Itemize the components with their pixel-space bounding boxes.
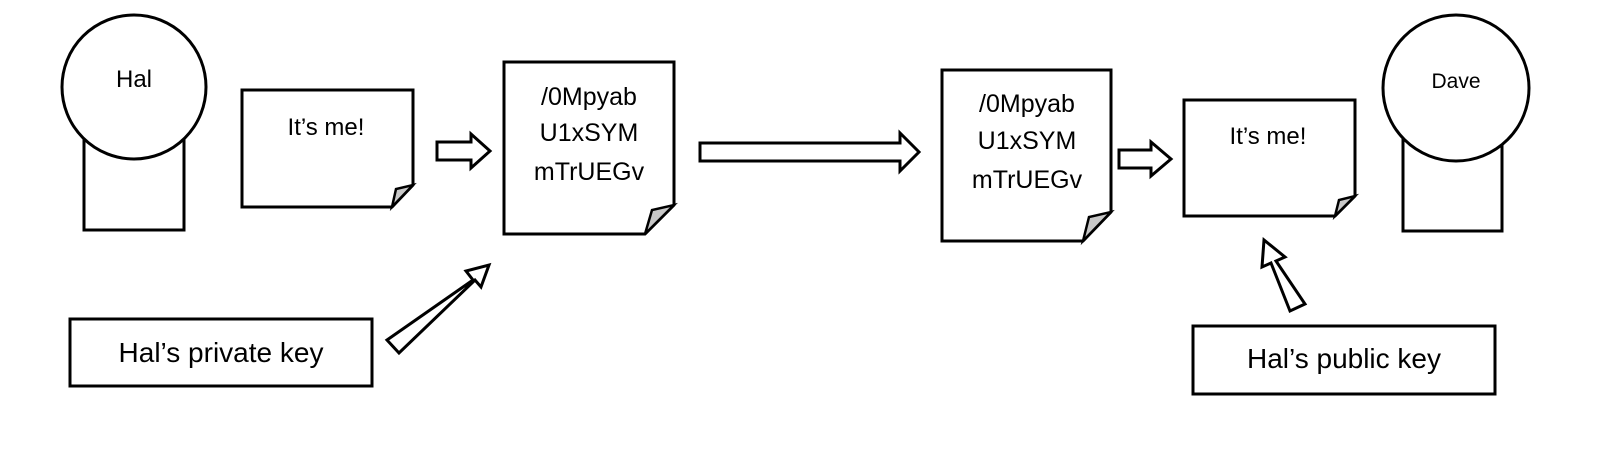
decrypted-note-page — [1182, 98, 1357, 218]
decrypted-note-fold — [1332, 193, 1360, 221]
private-key-box: Hal’s private key — [68, 317, 374, 388]
received-cipher-line-3: mTrUEGv — [972, 166, 1083, 194]
plaintext-note-fold — [389, 182, 417, 212]
private-key-label: Hal’s private key — [119, 337, 324, 368]
person-hal-name: Hal — [116, 66, 152, 93]
person-dave-head — [1381, 13, 1531, 163]
decrypted-note-text: It’s me! — [1230, 123, 1307, 150]
arrow-public-key — [1260, 237, 1308, 314]
person-hal-head — [60, 13, 208, 161]
ciphertext-line-2: U1xSYM — [540, 119, 639, 147]
decrypted-note: It’s me! — [1182, 98, 1360, 221]
arrow-sign — [435, 130, 493, 172]
public-key-frame — [1191, 324, 1497, 396]
public-key-box: Hal’s public key — [1191, 324, 1497, 396]
received-cipher-line-1: /0Mpyab — [979, 90, 1075, 118]
plaintext-note-text: It’s me! — [288, 114, 365, 141]
arrow-private-key — [384, 262, 492, 356]
person-dave: Dave — [1381, 13, 1531, 233]
ciphertext-line-1: /0Mpyab — [541, 83, 637, 111]
ciphertext-note: /0Mpyab U1xSYM mTrUEGv — [502, 60, 678, 236]
received-cipher-note-fold — [1080, 209, 1115, 246]
public-key-label: Hal’s public key — [1247, 343, 1441, 374]
received-cipher-line-2: U1xSYM — [978, 127, 1077, 155]
plaintext-note: It’s me! — [240, 88, 417, 212]
received-cipher-note: /0Mpyab U1xSYM mTrUEGv — [940, 68, 1115, 246]
arrow-verify — [1117, 138, 1174, 180]
plaintext-note-page — [240, 88, 415, 209]
ciphertext-line-3: mTrUEGv — [534, 158, 645, 186]
person-hal: Hal — [60, 13, 208, 232]
private-key-frame — [68, 317, 374, 388]
arrow-send — [698, 129, 922, 175]
ciphertext-note-fold — [643, 202, 678, 235]
person-dave-name: Dave — [1431, 70, 1480, 93]
